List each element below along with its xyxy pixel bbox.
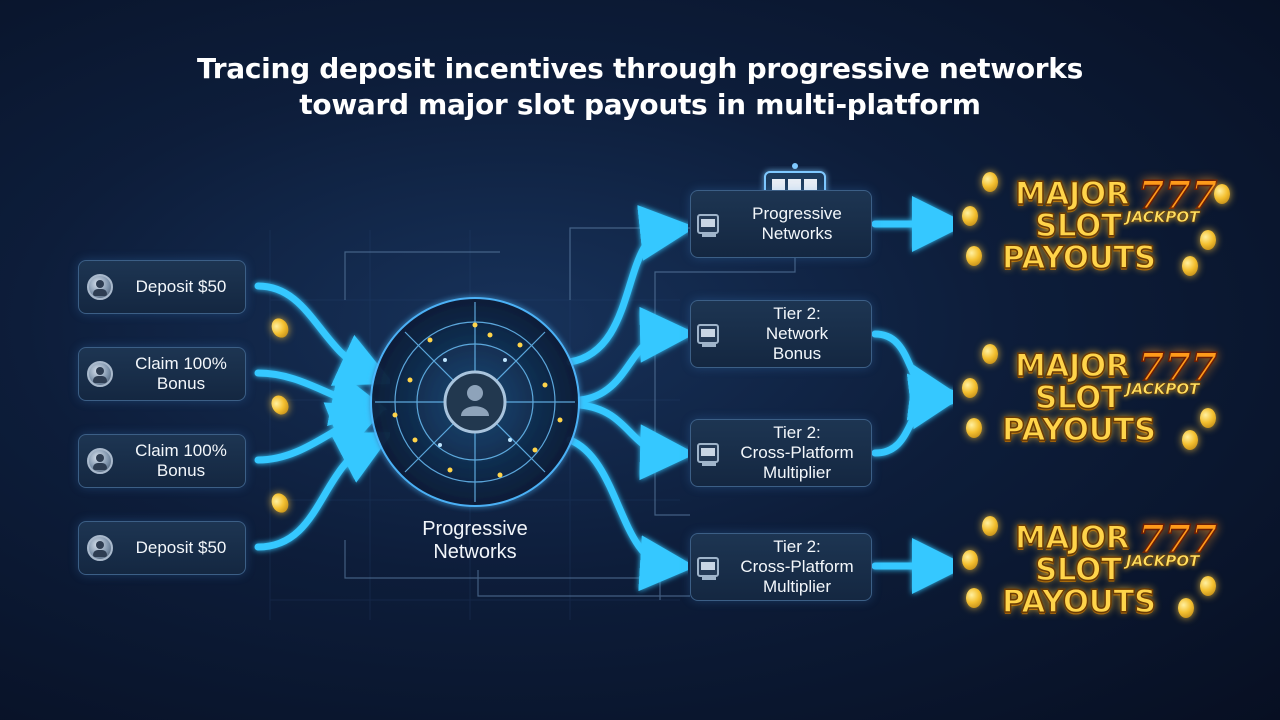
gold-coin-icon: [966, 588, 982, 608]
gold-coin-icon: [1200, 576, 1216, 596]
input-node-label: Deposit $50: [135, 277, 227, 296]
circuit-globe-icon: [370, 297, 580, 507]
gold-coin-icon: [962, 206, 978, 226]
input-node-claim-bonus-1: Claim 100% Bonus: [78, 347, 246, 401]
jackpot-line-payouts: PAYOUTS: [1001, 583, 1157, 621]
gold-coin-icon: [1200, 230, 1216, 250]
user-avatar-icon: [87, 274, 113, 300]
input-node-deposit-2: Deposit $50: [78, 521, 246, 575]
jackpot-output-3: MAJOR SLOT PAYOUTS 777 JACKPOT: [960, 515, 1250, 630]
gold-coin-icon: [962, 378, 978, 398]
flow-arrow-multiplier-to-payout-2: [871, 373, 966, 457]
middle-node-progressive-networks: Progressive Networks: [690, 190, 872, 258]
middle-node-cross-platform-multiplier-1: Tier 2: Cross-Platform Multiplier: [690, 419, 872, 487]
flow-arrow-input-3: [254, 402, 386, 464]
jackpot-line-payouts: PAYOUTS: [1001, 411, 1157, 449]
middle-node-label: Progressive Networks: [752, 204, 842, 243]
flow-arrow-input-1: [254, 282, 394, 386]
slot-machine-icon: [697, 324, 719, 347]
gold-coin-icon: [1200, 408, 1216, 428]
middle-node-label: Tier 2: Network Bonus: [765, 304, 829, 363]
jackpot-badge-label: JACKPOT: [1126, 380, 1200, 399]
flow-arrow-hub-to-multiplier-2: [566, 436, 696, 592]
middle-node-network-bonus: Tier 2: Network Bonus: [690, 300, 872, 368]
middle-node-label: Tier 2: Cross-Platform Multiplier: [740, 537, 854, 596]
title-line-1: Tracing deposit incentives through progr…: [197, 52, 1083, 85]
flow-arrow-input-4: [254, 432, 393, 551]
gold-coin-icon: [1214, 184, 1230, 204]
gold-coin-icon: [966, 418, 982, 438]
gold-coin-icon: [1182, 430, 1198, 450]
jackpot-777-badge: 777: [1137, 515, 1218, 562]
jackpot-777-badge: 777: [1137, 171, 1218, 218]
user-avatar-icon: [87, 361, 113, 387]
user-avatar-icon: [87, 448, 113, 474]
user-avatar-icon: [87, 535, 113, 561]
middle-node-label: Tier 2: Cross-Platform Multiplier: [740, 423, 854, 482]
gold-coin-icon: [982, 516, 998, 536]
title-line-2: toward major slot payouts in multi-platf…: [299, 88, 981, 121]
gold-coin-icon: [966, 246, 982, 266]
input-node-label: Deposit $50: [135, 538, 227, 557]
input-node-label: Claim 100% Bonus: [135, 441, 227, 480]
jackpot-line-major: MAJOR: [1014, 175, 1130, 213]
jackpot-badge-label: JACKPOT: [1126, 552, 1200, 571]
jackpot-777-badge: 777: [1137, 343, 1218, 390]
slot-machine-icon: [697, 557, 719, 580]
slot-machine-icon: [697, 443, 719, 466]
gold-coin-icon: [982, 344, 998, 364]
flow-arrow-hub-to-network-bonus: [576, 306, 696, 404]
jackpot-line-major: MAJOR: [1014, 347, 1130, 385]
flow-arrow-hub-to-progressive: [566, 205, 696, 366]
jackpot-line-slot: SLOT: [1034, 379, 1122, 417]
middle-node-cross-platform-multiplier-2: Tier 2: Cross-Platform Multiplier: [690, 533, 872, 601]
input-node-label: Claim 100% Bonus: [135, 354, 227, 393]
input-flow-arrows: [254, 282, 394, 551]
gold-coin-icon: [962, 550, 978, 570]
flow-arrow-input-2: [254, 369, 388, 426]
jackpot-output-1: MAJOR SLOT PAYOUTS 777 JACKPOT: [960, 171, 1250, 286]
jackpot-line-slot: SLOT: [1034, 551, 1122, 589]
flow-arrow-network-bonus-to-payout-2: [871, 330, 966, 421]
gold-coin-icon: [1182, 256, 1198, 276]
slot-machine-icon: [697, 214, 719, 237]
input-node-claim-bonus-2: Claim 100% Bonus: [78, 434, 246, 488]
output-flow-arrows: [871, 196, 968, 594]
gold-coin-icon: [982, 172, 998, 192]
jackpot-badge-label: JACKPOT: [1126, 208, 1200, 227]
flow-arrow-hub-to-multiplier-1: [576, 401, 696, 481]
jackpot-line-major: MAJOR: [1014, 519, 1130, 557]
hub-label: Progressive Networks: [422, 518, 528, 563]
middle-flow-arrows: [566, 205, 696, 592]
gold-coin-icon: [1178, 598, 1194, 618]
jackpot-line-payouts: PAYOUTS: [1001, 239, 1157, 277]
jackpot-line-slot: SLOT: [1034, 207, 1122, 245]
input-node-deposit-1: Deposit $50: [78, 260, 246, 314]
jackpot-output-2: MAJOR SLOT PAYOUTS 777 JACKPOT: [960, 343, 1250, 458]
